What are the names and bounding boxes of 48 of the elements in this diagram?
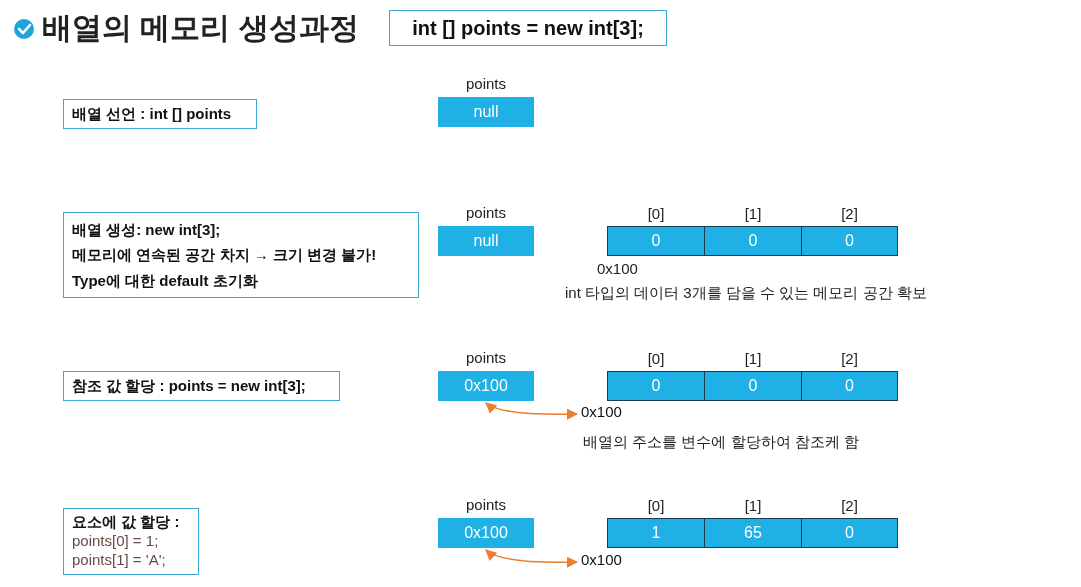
text: 배열 생성: new int[3]; (72, 219, 222, 240)
index-label: [2] (840, 350, 859, 367)
index-label: [1] (743, 350, 763, 367)
step-box (63, 99, 257, 129)
variable-name: points (465, 496, 507, 513)
variable-name: points (465, 75, 507, 92)
text: 0 (845, 377, 854, 395)
step-box (63, 371, 340, 401)
body-text: points[1] = 'A'; (72, 550, 167, 570)
text: 0 (748, 232, 758, 250)
variable-name: points (465, 204, 507, 221)
text: 참조 값 할당 : points = new int[3]; (72, 376, 307, 397)
text: null (473, 103, 499, 121)
index-label: [1] (743, 497, 763, 514)
index-label: [2] (840, 497, 859, 514)
text: 0x100 (464, 524, 508, 542)
address-text: 0x100 (581, 551, 623, 568)
text: 0x100 (464, 377, 508, 395)
index-label: [0] (646, 497, 666, 514)
text: 1 (651, 524, 661, 542)
step-box (63, 212, 419, 298)
index-label: [0] (646, 350, 666, 367)
title: 배열의 메모리 생성과정 (42, 10, 359, 46)
body-text: Type에 대한 default 초기화 (72, 270, 259, 291)
arrow (485, 549, 579, 568)
text: 0 (651, 377, 661, 395)
address-text: 0x100 (597, 260, 638, 277)
variable-name: points (465, 349, 507, 366)
arrow (485, 402, 579, 420)
body-text: 메모리에 연속된 공간 차지 → 크기 변경 불가! (72, 245, 378, 266)
step-box (63, 508, 199, 575)
text: 요소에 값 할당 : (72, 513, 181, 533)
text: null (473, 232, 499, 250)
text: 배열 선언 : int [] points (72, 104, 233, 125)
body-text: points[0] = 1; (72, 532, 160, 551)
text: 0 (845, 232, 854, 250)
index-label: [0] (646, 205, 666, 222)
note-text: int 타입의 데이터 3개를 담을 수 있는 메모리 공간 확보 (565, 284, 927, 303)
index-label: [1] (743, 205, 763, 222)
text: 0 (748, 377, 758, 395)
text: 0 (651, 232, 661, 250)
note-text: 배열의 주소를 변수에 할당하여 참조케 함 (583, 433, 859, 452)
text: int [] points = new int[3]; (412, 16, 644, 40)
text: 65 (744, 524, 762, 542)
text: 0 (845, 524, 854, 542)
index-label: [2] (840, 205, 859, 222)
code-box (389, 10, 667, 46)
address-text: 0x100 (581, 403, 623, 420)
